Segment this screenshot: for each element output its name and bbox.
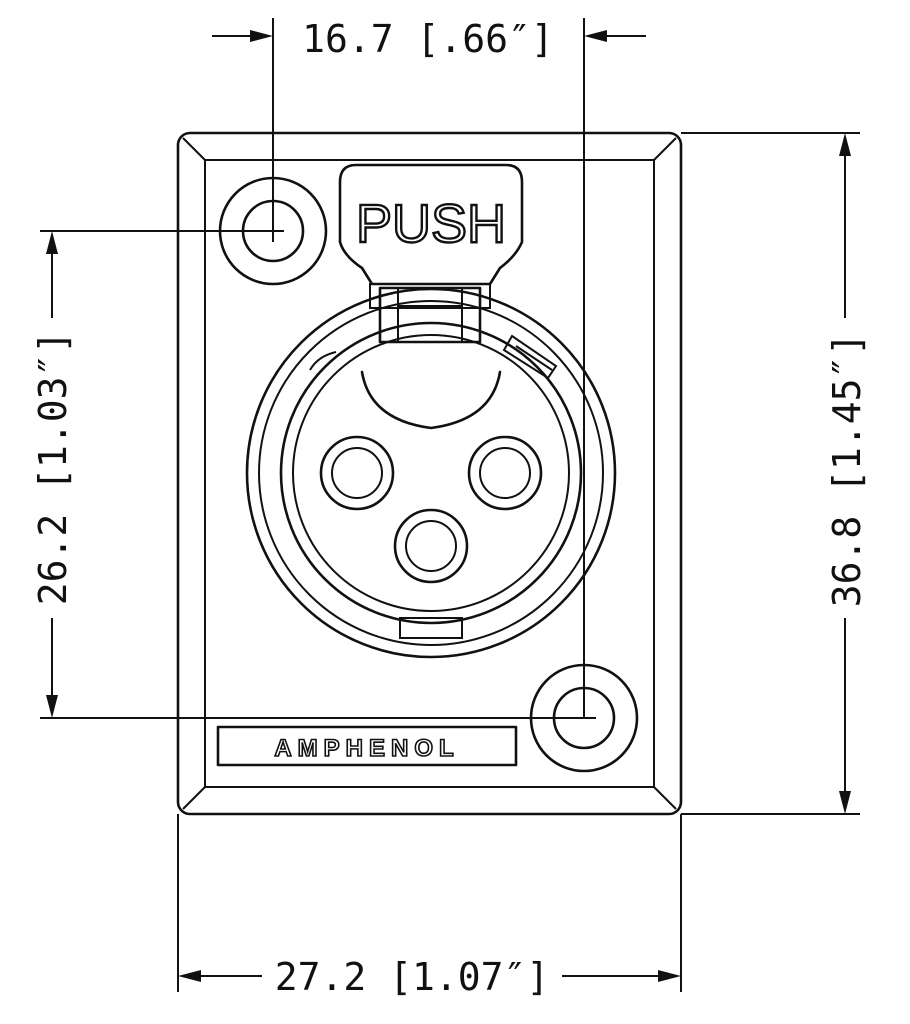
pin-socket-1 [319, 435, 395, 511]
bevel-corner-bl [182, 786, 206, 810]
brand-label: AMPHENOL [274, 735, 459, 762]
push-label: PUSH [356, 194, 506, 254]
dimension-bottom-width: 27.2 [1.07″] [177, 814, 682, 999]
bevel-corner-tr [653, 137, 677, 161]
bottom-width-label: 27.2 [1.07″] [275, 955, 550, 999]
pin-socket-3 [393, 508, 469, 584]
right-height-label: 36.8 [1.45″] [825, 333, 869, 608]
left-height-label: 26.2 [1.03″] [31, 331, 75, 606]
pin-socket-2 [467, 435, 543, 511]
dimension-right-height: 36.8 [1.45″] [681, 132, 869, 815]
bevel-corner-br [653, 786, 677, 810]
brand-plate: AMPHENOL [216, 725, 518, 767]
xlr-receptacle [245, 287, 617, 659]
dimension-left-height: 26.2 [1.03″] [31, 230, 584, 719]
push-latch: PUSH [338, 163, 524, 344]
inner-bevel [204, 159, 655, 788]
outer-flange [176, 131, 683, 816]
bevel-corner-tl [182, 137, 206, 161]
top-width-label: 16.7 [.66″] [302, 17, 554, 61]
dimension-top-width: 16.7 [.66″] [212, 17, 646, 718]
